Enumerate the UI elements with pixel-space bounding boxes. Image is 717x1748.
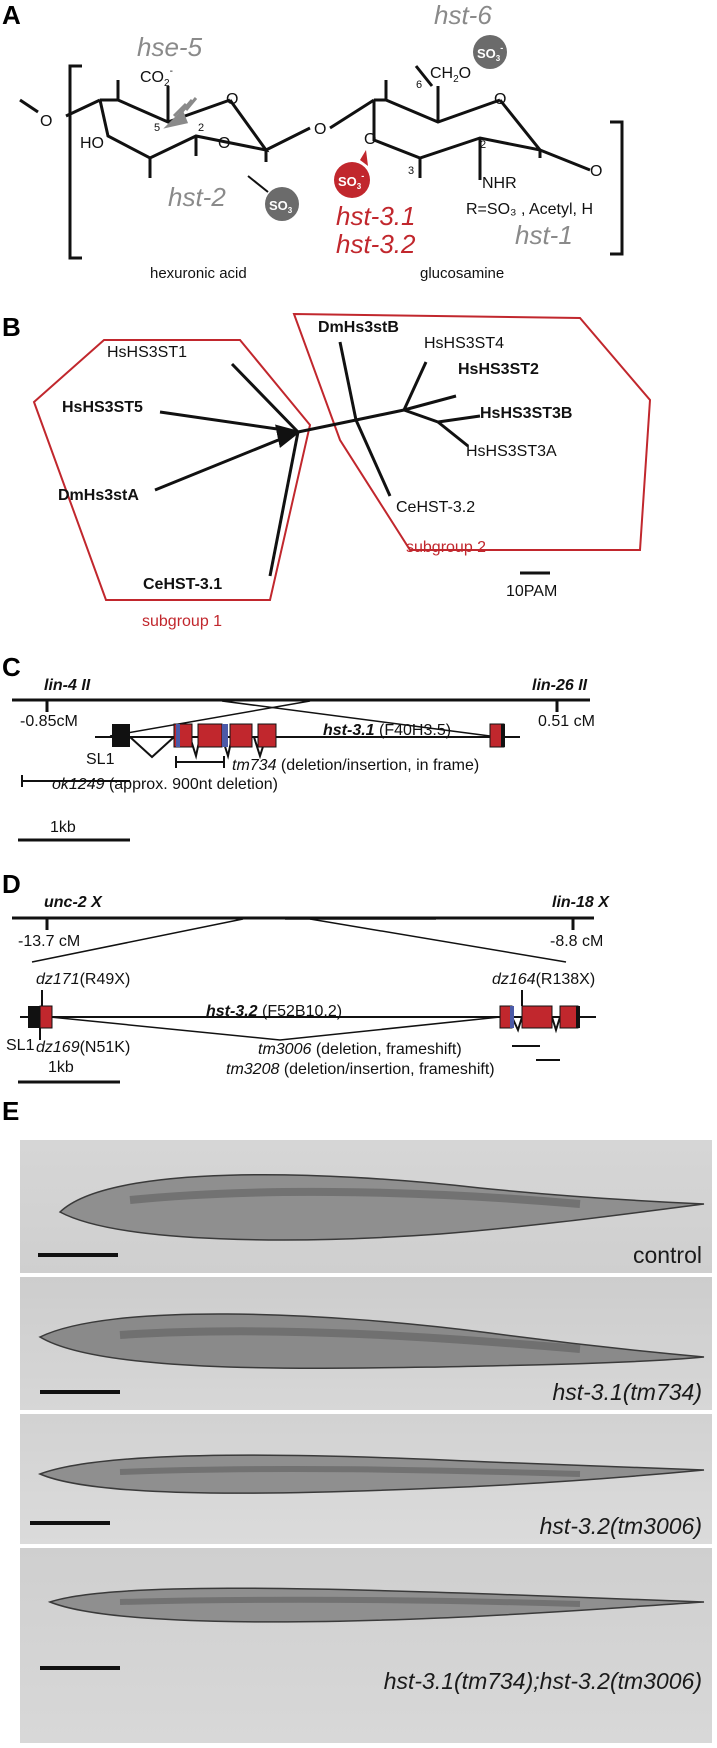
svg-text:lin-18 X: lin-18 X xyxy=(552,894,610,911)
worm-image xyxy=(58,1174,705,1241)
panel-c-exons xyxy=(112,723,505,748)
svg-text:dz169(N51K): dz169(N51K) xyxy=(36,1039,130,1056)
svg-text:hexuronic acid: hexuronic acid xyxy=(150,265,247,282)
svg-text:CeHST-3.2: CeHST-3.2 xyxy=(396,499,475,516)
svg-text:DmHs3stA: DmHs3stA xyxy=(58,487,139,504)
svg-text:SO3: SO3 xyxy=(269,198,293,215)
enzyme-hst1: hst-1 xyxy=(515,220,573,250)
panel-letter-b: B xyxy=(2,312,21,342)
panel-letter-e: E xyxy=(2,1096,19,1126)
svg-text:NHR: NHR xyxy=(482,175,517,192)
svg-text:glucosamine: glucosamine xyxy=(420,265,504,282)
svg-text:tm3208 (deletion/insertion, fr: tm3208 (deletion/insertion, frameshift) xyxy=(226,1061,495,1078)
svg-text:subgroup 2: subgroup 2 xyxy=(406,539,486,556)
sulfate-gray-6: SO3- xyxy=(473,35,507,69)
panel-d-exons xyxy=(28,1005,580,1029)
scale-bar xyxy=(38,1253,118,1257)
svg-text:-13.7 cM: -13.7 cM xyxy=(18,933,80,950)
micrograph-label: hst-3.1(tm734);hst-3.2(tm3006) xyxy=(383,1668,702,1694)
svg-text:5: 5 xyxy=(154,122,160,134)
scale-bar xyxy=(40,1666,120,1670)
svg-text:O: O xyxy=(494,91,506,108)
svg-text:0.51 cM: 0.51 cM xyxy=(538,713,595,730)
worm-image xyxy=(38,1313,705,1369)
svg-text:O: O xyxy=(364,131,376,148)
svg-text:ok1249 (approx. 900nt deletion: ok1249 (approx. 900nt deletion) xyxy=(52,776,278,793)
micrograph-double: hst-3.1(tm734);hst-3.2(tm3006) xyxy=(20,1548,712,1743)
svg-text:hst-3.2 (F52B10.2): hst-3.2 (F52B10.2) xyxy=(206,1003,342,1020)
panel-b-labels: HsHS3ST1 HsHS3ST5 DmHs3stA CeHST-3.1 DmH… xyxy=(58,319,572,630)
micrograph-label: hst-3.2(tm3006) xyxy=(539,1513,702,1539)
svg-text:lin-4 II: lin-4 II xyxy=(44,677,91,694)
svg-text:HsHS3ST2: HsHS3ST2 xyxy=(458,361,539,378)
svg-text:HsHS3ST5: HsHS3ST5 xyxy=(62,399,143,416)
svg-text:tm734 (deletion/insertion, in: tm734 (deletion/insertion, in frame) xyxy=(232,757,479,774)
svg-text:dz171(R49X): dz171(R49X) xyxy=(36,971,130,988)
panel-b-tree xyxy=(32,312,652,601)
sulfate-red-3: SO3- xyxy=(334,150,370,198)
enzyme-hst32: hst-3.2 xyxy=(336,229,416,259)
enzyme-hse5: hse-5 xyxy=(137,32,203,62)
epimerase-arrow xyxy=(163,97,198,129)
svg-text:SO3-: SO3- xyxy=(338,171,364,191)
svg-text:10PAM: 10PAM xyxy=(506,583,557,600)
svg-text:HO: HO xyxy=(80,135,104,152)
svg-text:CeHST-3.1: CeHST-3.1 xyxy=(143,576,222,593)
panel-c-labels: lin-4 II lin-26 II -0.85cM 0.51 cM SL1 h… xyxy=(20,677,595,836)
micrograph-hst32: hst-3.2(tm3006) xyxy=(20,1414,712,1544)
svg-text:lin-26 II: lin-26 II xyxy=(532,677,588,694)
worm-image xyxy=(47,1587,705,1623)
micrograph-label: hst-3.1(tm734) xyxy=(552,1379,702,1405)
panel-a-structure xyxy=(19,64,624,260)
panel-letter-d: D xyxy=(2,869,21,899)
scale-bar xyxy=(40,1390,120,1394)
svg-text:-8.8 cM: -8.8 cM xyxy=(550,933,603,950)
svg-text:1kb: 1kb xyxy=(48,1059,74,1076)
svg-text:HsHS3ST1: HsHS3ST1 xyxy=(107,344,187,361)
svg-text:O: O xyxy=(40,113,52,130)
svg-text:SL1: SL1 xyxy=(6,1037,35,1054)
micrograph-label: control xyxy=(632,1242,702,1268)
panel-a-labels: O HO CO2- 5 2 O O O O 3 2 6 CH2O O O NHR… xyxy=(40,65,602,282)
panel-letter-c: C xyxy=(2,652,21,682)
svg-text:2: 2 xyxy=(198,122,204,134)
worm-image xyxy=(37,1454,705,1494)
svg-text:2: 2 xyxy=(480,139,486,151)
panel-d-labels: unc-2 X lin-18 X -13.7 cM -8.8 cM dz171(… xyxy=(6,894,610,1078)
svg-text:O: O xyxy=(218,135,230,152)
svg-text:R=SO₃ , Acetyl, H: R=SO₃ , Acetyl, H xyxy=(466,201,593,218)
svg-text:6: 6 xyxy=(416,79,422,91)
enzyme-hst2: hst-2 xyxy=(168,182,226,212)
svg-text:hst-3.1 (F40H3.5): hst-3.1 (F40H3.5) xyxy=(323,722,451,739)
svg-text:dz164(R138X): dz164(R138X) xyxy=(492,971,595,988)
svg-text:tm3006 (deletion, frameshift): tm3006 (deletion, frameshift) xyxy=(258,1041,462,1058)
svg-text:unc-2 X: unc-2 X xyxy=(44,894,103,911)
svg-text:SL1: SL1 xyxy=(86,751,115,768)
svg-text:CH2O: CH2O xyxy=(430,65,471,85)
svg-text:O: O xyxy=(590,163,602,180)
svg-text:subgroup 1: subgroup 1 xyxy=(142,613,222,630)
sulfate-gray-2: SO3 xyxy=(247,175,299,221)
micrograph-control: control xyxy=(20,1140,712,1273)
enzyme-hst31: hst-3.1 xyxy=(336,201,416,231)
scale-bar xyxy=(30,1521,110,1525)
svg-text:-0.85cM: -0.85cM xyxy=(20,713,78,730)
svg-text:SO3-: SO3- xyxy=(477,43,503,63)
svg-text:O: O xyxy=(226,91,238,108)
enzyme-hst6: hst-6 xyxy=(434,0,492,30)
svg-text:HsHS3ST3B: HsHS3ST3B xyxy=(480,405,572,422)
svg-text:DmHs3stB: DmHs3stB xyxy=(318,319,399,336)
svg-text:HsHS3ST3A: HsHS3ST3A xyxy=(466,443,557,460)
svg-text:1kb: 1kb xyxy=(50,819,76,836)
svg-text:CO2-: CO2- xyxy=(140,66,173,89)
svg-text:O: O xyxy=(314,121,326,138)
micrograph-hst31: hst-3.1(tm734) xyxy=(20,1277,712,1410)
svg-text:HsHS3ST4: HsHS3ST4 xyxy=(424,335,504,352)
panel-letter-a: A xyxy=(2,0,21,30)
svg-text:3: 3 xyxy=(408,165,414,177)
